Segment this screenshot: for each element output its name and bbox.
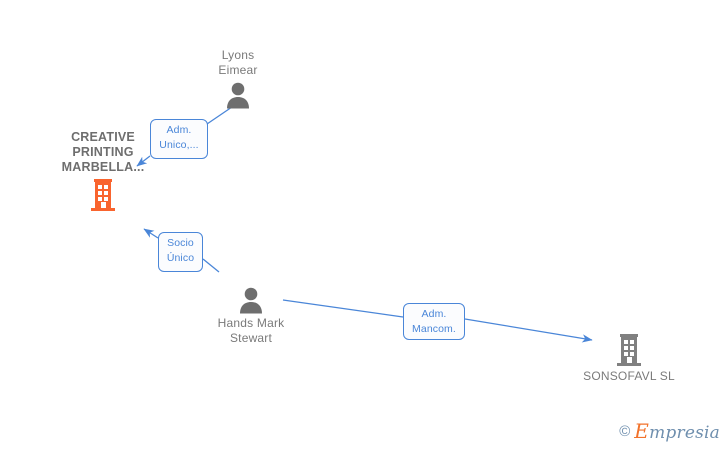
node-person-hands-mark-stewart[interactable]: Hands Mark Stewart	[176, 286, 326, 346]
node-company-creative-printing[interactable]: CREATIVE PRINTING MARBELLA...	[28, 130, 178, 212]
node-company-sonsofavl-sl[interactable]: SONSOFAVL SL	[554, 333, 704, 384]
edge-label-socio-unico[interactable]: Socio Único	[158, 232, 203, 272]
node-person-lyons-eimear[interactable]: Lyons Eimear	[163, 48, 313, 109]
node-label-lyons-eimear: Lyons Eimear	[218, 48, 258, 77]
watermark-empresia: © Empresia	[619, 421, 720, 442]
edge-line-hands-to-socio-label	[202, 258, 220, 273]
node-label-hands-mark-stewart: Hands Mark Stewart	[217, 316, 285, 345]
node-label-creative-printing: CREATIVE PRINTING MARBELLA...	[61, 130, 145, 174]
person-icon	[176, 286, 326, 314]
brand-initial: E	[634, 419, 650, 443]
building-icon	[554, 333, 704, 367]
brand-name: Empresia	[634, 421, 720, 442]
copyright-icon: ©	[619, 423, 631, 440]
building-icon	[28, 178, 178, 212]
brand-remainder: mpresia	[649, 423, 720, 443]
edge-line-socio-label-to-creative	[143, 228, 159, 239]
edge-label-adm-unico[interactable]: Adm. Unico,...	[150, 119, 208, 159]
edge-label-adm-mancom[interactable]: Adm. Mancom.	[403, 303, 465, 340]
person-icon	[163, 81, 313, 109]
edge-line-lyons-to-label	[206, 106, 233, 125]
node-label-sonsofavl-sl: SONSOFAVL SL	[583, 369, 675, 383]
